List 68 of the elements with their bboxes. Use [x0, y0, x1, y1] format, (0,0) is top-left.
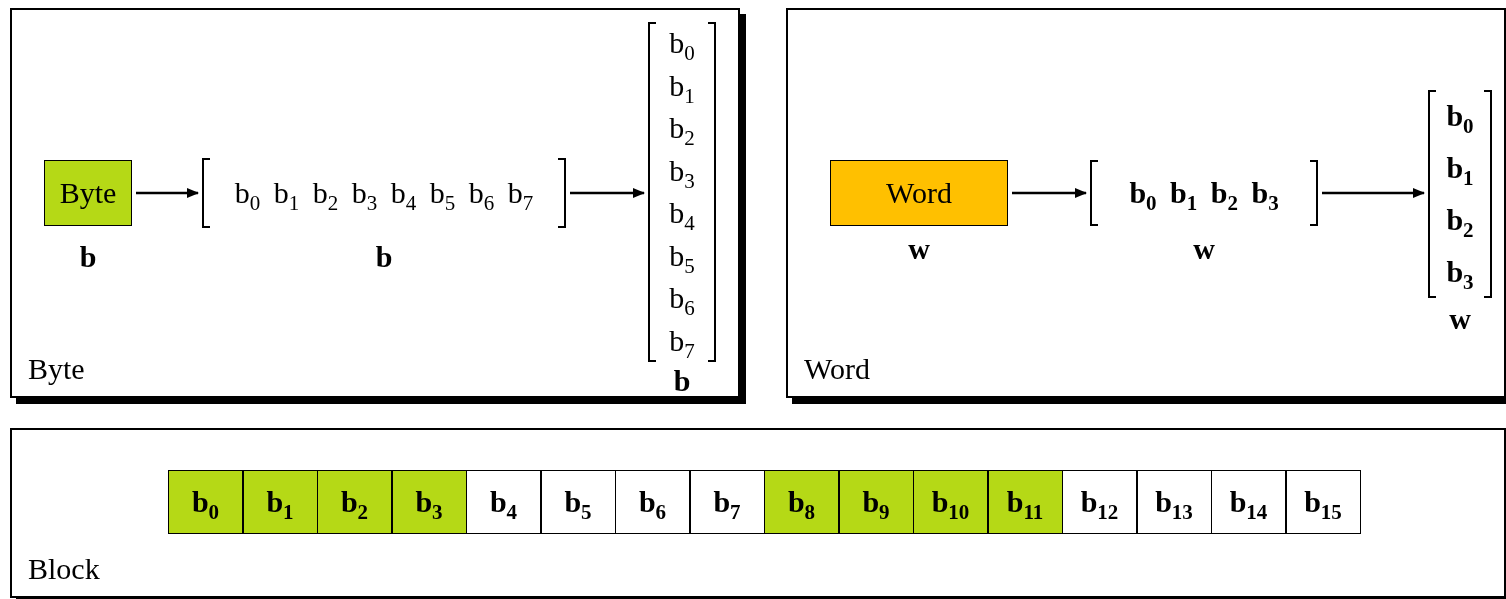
bit-label: b$_{4}$ [489, 485, 518, 519]
column-vector [648, 22, 716, 362]
bit-label: b$_{7}$ [713, 485, 741, 519]
arrow [136, 188, 199, 198]
bit-cell [1211, 470, 1286, 534]
bit-cell [987, 470, 1063, 534]
variable-label: w [908, 232, 930, 266]
vector-entries: b$_{6}$ [669, 281, 695, 316]
arrow [570, 188, 645, 198]
vector-entries: b$_{0}$ b$_{1}$ b$_{2}$ b$_{3}$ [1129, 176, 1279, 210]
variable-label: w [1193, 232, 1215, 266]
bit-label: b$_{3}$ [415, 485, 443, 519]
bit-label: b$_{12}$ [1080, 485, 1119, 519]
bit-label: b$_{8}$ [787, 485, 816, 519]
bit-cell [317, 470, 392, 534]
bit-cell [540, 470, 616, 534]
variable-label: b [673, 364, 691, 398]
vector-entries: b$_{5}$ [669, 238, 695, 273]
variable-label: b [79, 240, 97, 274]
bit-cell [838, 470, 914, 534]
arrow [1322, 188, 1425, 198]
vector-entries: b$_{3}$ [669, 153, 695, 188]
bit-cell [391, 470, 467, 534]
variable-label: b [375, 240, 393, 274]
bit-label: b$_{5}$ [564, 485, 592, 519]
bit-cell [1136, 470, 1212, 534]
panel-frame [10, 428, 1506, 598]
vector-entries: b$_{4}$ [669, 196, 695, 231]
vector-entries: b$_{3}$ [1446, 255, 1474, 289]
vector-entries: b$_{1}$ [1446, 151, 1474, 185]
bit-cell [689, 470, 765, 534]
bit-cell [913, 470, 988, 534]
bit-label: b$_{6}$ [638, 485, 667, 519]
vector-entries: b$_{0}$ [1446, 99, 1474, 133]
vector-entries: b$_{0}$ b$_{1}$ b$_{2}$ b$_{3}$ b$_{4}$ b$_{5}$ b$_{6}$ b$_{7}$ [234, 176, 534, 210]
bit-label: b$_{15}$ [1304, 485, 1342, 519]
bit-label: b$_{11}$ [1006, 485, 1044, 519]
vector-entries: b$_{7}$ [669, 323, 695, 358]
box-label: Word [886, 176, 952, 210]
vector-entries: b$_{1}$ [669, 68, 695, 103]
panel-title: Byte [28, 352, 85, 386]
bit-label: b$_{0}$ [191, 485, 220, 519]
bit-cell [168, 470, 243, 534]
panel-title: Block [28, 552, 100, 586]
bit-cell [1062, 470, 1137, 534]
vector-entries: b$_{2}$ [1446, 203, 1474, 237]
bit-cell [1285, 470, 1361, 534]
bit-label: b$_{10}$ [931, 485, 970, 519]
box-label: Byte [59, 176, 117, 210]
arrow [1012, 188, 1087, 198]
bit-cell [615, 470, 690, 534]
row-vector [1090, 160, 1318, 226]
row-vector [202, 158, 566, 228]
word-box [830, 160, 1008, 226]
bit-label: b$_{14}$ [1229, 485, 1268, 519]
vector-entries: b$_{0}$ [669, 26, 695, 61]
column-vector [1428, 90, 1492, 298]
byte-box [44, 160, 132, 226]
vector-entries: b$_{2}$ [669, 111, 695, 146]
bit-cell [764, 470, 839, 534]
bit-cell [466, 470, 541, 534]
bit-label: b$_{1}$ [266, 485, 294, 519]
variable-label: w [1449, 302, 1471, 336]
bit-label: b$_{13}$ [1155, 485, 1193, 519]
bit-label: b$_{9}$ [862, 485, 890, 519]
panel-title: Word [804, 352, 870, 386]
bit-label: b$_{2}$ [340, 485, 369, 519]
bit-cell [242, 470, 318, 534]
